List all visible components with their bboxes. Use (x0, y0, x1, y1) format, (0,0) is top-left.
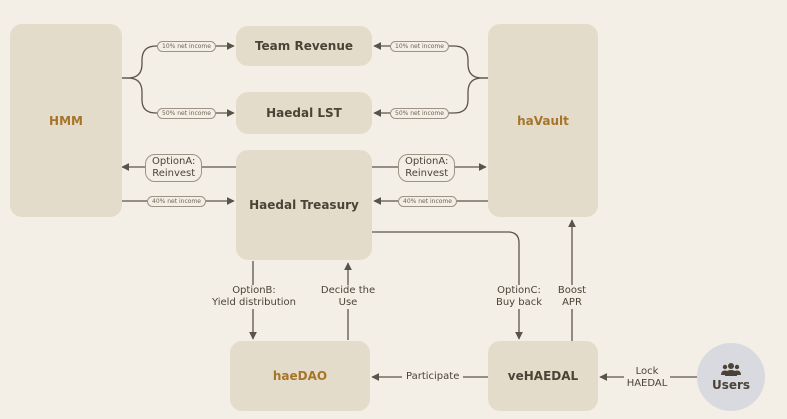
node-hmm-label: HMM (49, 113, 83, 128)
node-vehaedal: veHAEDAL (488, 341, 598, 411)
edge-hmm-haedal-lst (122, 77, 235, 117)
label-hmm-optiona: OptionA: Reinvest (145, 154, 203, 182)
label-vault-optiona: OptionA: Reinvest (398, 154, 456, 182)
node-team-revenue-label: Team Revenue (254, 39, 354, 53)
label-optionb: OptionB: Yield distribution (204, 285, 304, 309)
edge-hmm-team-revenue (122, 42, 235, 79)
label-participate: Participate (402, 371, 464, 383)
node-team-revenue: Team Revenue (236, 26, 372, 66)
node-havault-label: haVault (517, 113, 569, 128)
label-optionc: OptionC: Buy back (489, 285, 549, 309)
label-boost: Boost APR (552, 285, 592, 309)
label-hmm-lst-pct: 50% net income (157, 108, 216, 119)
edge-havault-haedal-lst (373, 77, 488, 117)
label-vault-lst-pct: 50% net income (390, 108, 449, 119)
edge-treasury-vehaedal (372, 231, 523, 340)
node-haedao-label: haeDAO (272, 369, 328, 383)
node-haedao: haeDAO (230, 341, 370, 411)
label-vault-team-pct: 10% net income (390, 41, 449, 52)
node-users: Users (697, 343, 765, 411)
node-haedal-treasury: Haedal Treasury (236, 150, 372, 260)
users-group-icon (721, 363, 741, 376)
label-lock: Lock HAEDAL (624, 366, 670, 390)
edge-havault-team-revenue (373, 42, 488, 79)
label-hmm-team-pct: 10% net income (157, 41, 216, 52)
label-hmm-treasury-pct: 40% net income (147, 196, 206, 207)
node-havault: haVault (488, 24, 598, 217)
label-vault-treasury-pct: 40% net income (398, 196, 457, 207)
node-haedal-lst-label: Haedal LST (266, 106, 342, 120)
label-decide: Decide the Use (316, 285, 380, 309)
node-hmm: HMM (10, 24, 122, 217)
node-vehaedal-label: veHAEDAL (507, 369, 579, 383)
node-users-label: Users (711, 378, 751, 392)
node-haedal-lst: Haedal LST (236, 92, 372, 134)
node-haedal-treasury-label: Haedal Treasury (249, 198, 359, 212)
